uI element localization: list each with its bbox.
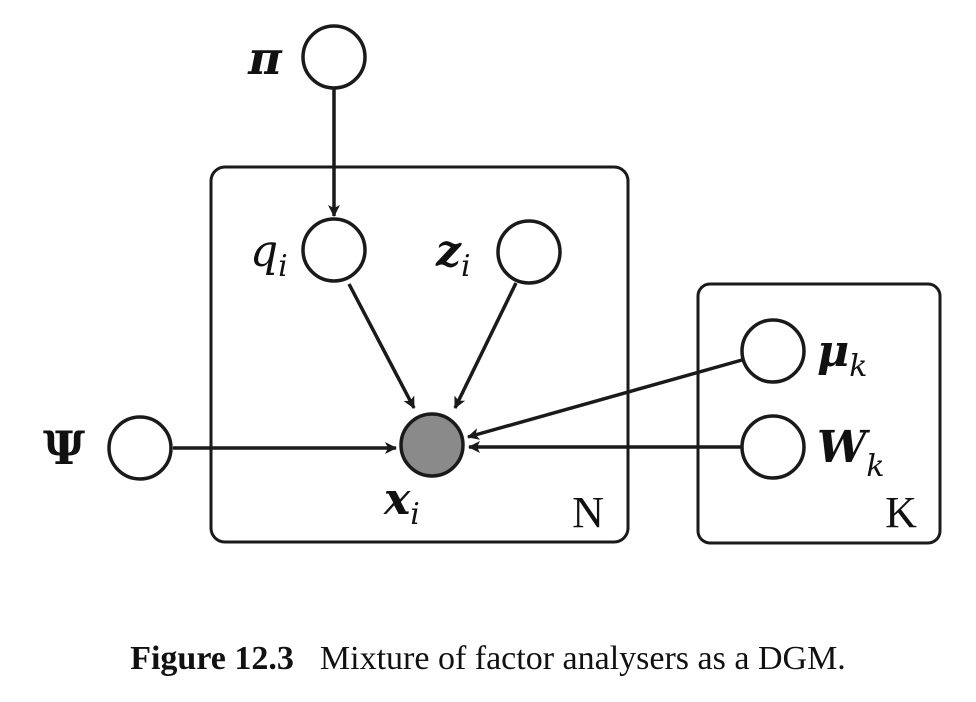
- label-q: qi: [250, 226, 288, 284]
- node-psi: [107, 415, 173, 481]
- figure-caption-text: Mixture of factor analysers as a DGM.: [319, 640, 846, 677]
- plate-n-label: N: [572, 488, 604, 537]
- label-x: xi: [383, 474, 420, 532]
- edge-q-x: [347, 283, 416, 409]
- node-q: [301, 217, 367, 283]
- node-mu: [740, 318, 806, 384]
- label-psi: Ψ: [43, 421, 85, 475]
- node-pi: [301, 24, 367, 90]
- label-pi: π: [247, 31, 283, 85]
- label-z: zi: [435, 226, 471, 284]
- label-x-subscript: i: [410, 497, 420, 532]
- label-w-subscript: k: [866, 449, 884, 484]
- node-w: [740, 414, 806, 480]
- label-w: Wk: [817, 422, 885, 484]
- node-z: [496, 219, 562, 285]
- plate-n: [209, 165, 630, 544]
- label-mu-subscript: k: [849, 349, 867, 384]
- label-z-subscript: i: [461, 249, 471, 284]
- figure-caption: Figure 12.3 Mixture of factor analysers a…: [0, 640, 976, 678]
- edge-mu-x: [467, 358, 743, 440]
- label-mu: μk: [817, 326, 867, 384]
- label-q-subscript: i: [278, 249, 288, 284]
- figure-number: Figure 12.3: [130, 640, 294, 677]
- plate-k-label: K: [885, 488, 917, 537]
- node-x-observed: [399, 412, 465, 478]
- edge-z-x: [453, 282, 518, 409]
- plate-k: [696, 282, 942, 545]
